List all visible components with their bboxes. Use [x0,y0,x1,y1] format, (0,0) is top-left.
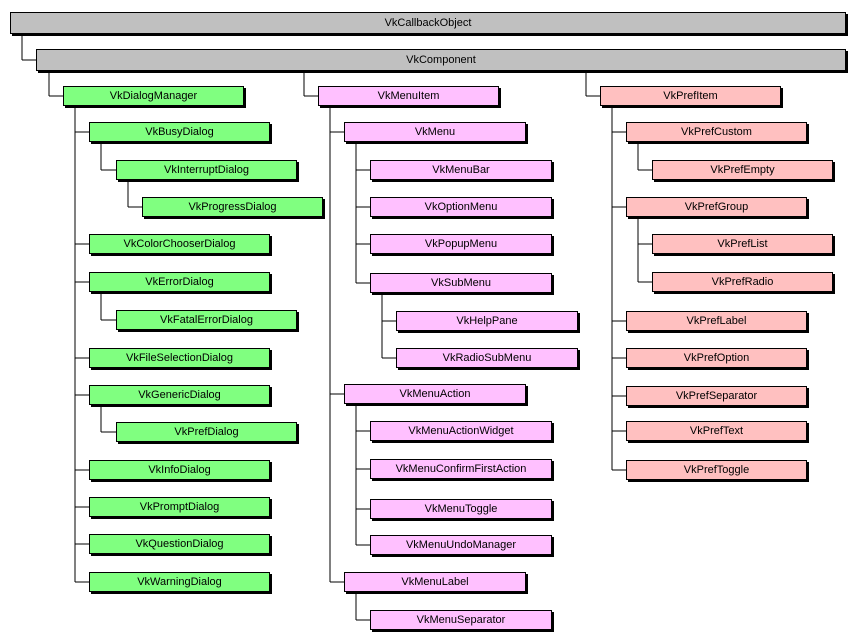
class-node-vk-pref-option: VkPrefOption [626,348,807,368]
class-node-vk-help-pane: VkHelpPane [396,311,578,331]
class-node-vk-pref-group: VkPrefGroup [626,197,807,217]
class-node-vk-pref-list: VkPrefList [652,234,833,254]
class-node-vk-progress-dialog: VkProgressDialog [142,197,323,217]
class-node-vk-info-dialog: VkInfoDialog [89,460,270,480]
class-node-vk-radio-sub-menu: VkRadioSubMenu [396,348,578,368]
class-node-vk-menu-action: VkMenuAction [344,384,526,404]
class-node-vk-pref-item: VkPrefItem [600,86,781,106]
class-node-vk-error-dialog: VkErrorDialog [89,272,270,292]
class-node-vk-warning-dialog: VkWarningDialog [89,572,270,592]
class-node-vk-question-dialog: VkQuestionDialog [89,534,270,554]
class-node-vk-interrupt-dialog: VkInterruptDialog [116,160,297,180]
class-node-vk-prompt-dialog: VkPromptDialog [89,497,270,517]
class-node-vk-menu-undo-manager: VkMenuUndoManager [370,535,552,555]
class-node-vk-component: VkComponent [36,49,846,71]
class-node-vk-menu-label: VkMenuLabel [344,572,526,592]
class-node-vk-pref-radio: VkPrefRadio [652,272,833,292]
class-node-vk-menu-item: VkMenuItem [318,86,499,106]
class-node-vk-pref-custom: VkPrefCustom [626,122,807,142]
class-node-vk-fatal-error-dialog: VkFatalErrorDialog [116,310,297,330]
class-node-vk-pref-dialog: VkPrefDialog [116,422,297,442]
class-node-vk-menu-toggle: VkMenuToggle [370,499,552,519]
class-node-vk-option-menu: VkOptionMenu [370,197,552,217]
class-node-vk-sub-menu: VkSubMenu [370,273,552,293]
class-node-vk-busy-dialog: VkBusyDialog [89,122,270,142]
class-node-vk-color-chooser-dialog: VkColorChooserDialog [89,234,270,254]
class-node-vk-pref-label: VkPrefLabel [626,311,807,331]
class-node-vk-popup-menu: VkPopupMenu [370,234,552,254]
class-node-vk-file-selection-dialog: VkFileSelectionDialog [89,348,270,368]
class-node-vk-dialog-manager: VkDialogManager [63,86,244,106]
class-node-vk-pref-empty: VkPrefEmpty [652,160,833,180]
class-node-vk-pref-separator: VkPrefSeparator [626,386,807,406]
class-node-vk-menu-action-widget: VkMenuActionWidget [370,421,552,441]
class-node-vk-menu-bar: VkMenuBar [370,160,552,180]
class-node-vk-pref-toggle: VkPrefToggle [626,460,807,480]
class-node-vk-menu-confirm-first-action: VkMenuConfirmFirstAction [370,459,552,479]
class-node-vk-callback-object: VkCallbackObject [10,12,846,34]
class-node-vk-pref-text: VkPrefText [626,421,807,441]
class-node-vk-menu: VkMenu [344,122,526,142]
class-node-vk-generic-dialog: VkGenericDialog [89,385,270,405]
class-node-vk-menu-separator: VkMenuSeparator [370,610,552,630]
